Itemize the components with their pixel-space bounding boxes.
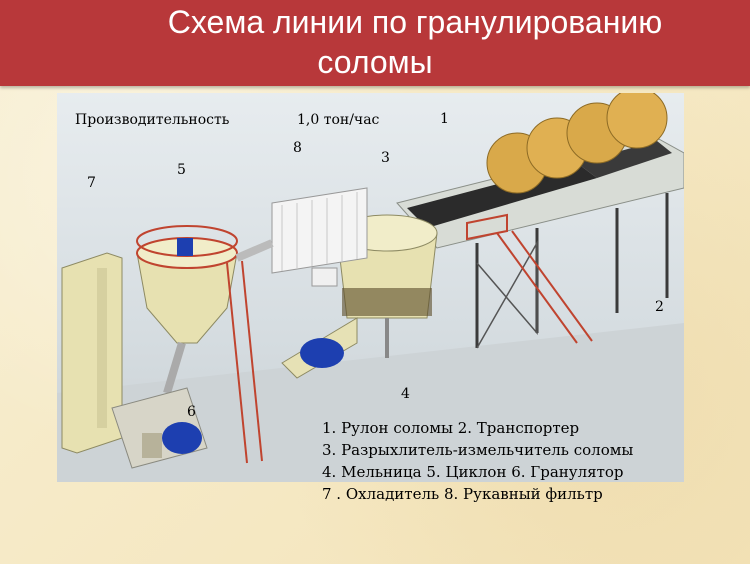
callout-3: 3 [381, 150, 390, 166]
callout-8: 8 [293, 140, 302, 156]
callout-1: 1 [440, 111, 449, 127]
legend-line-1: 1. Рулон соломы 2. Транспортер [322, 419, 580, 437]
slide-title-line-1: Схема линии по гранулированию [167, 4, 663, 40]
callout-2: 2 [655, 299, 664, 315]
floor [57, 323, 684, 482]
cooler [61, 252, 123, 454]
title-bar: Схема линии по гранулированию соломы [0, 0, 750, 86]
legend-line-3: 4. Мельница 5. Циклон 6. Гранулятор [322, 463, 624, 481]
callout-4: 4 [401, 386, 410, 402]
mill [281, 317, 358, 379]
ladder [226, 260, 263, 464]
production-line-illustration: Производительность 1,0 тон/час 1 2 3 4 5… [57, 93, 684, 482]
straw-bales [486, 93, 668, 194]
legend-line-4: 7 . Охладитель 8. Рукавный фильтр [322, 485, 603, 503]
conveyor-machine [396, 137, 684, 349]
pellet-mill [111, 387, 208, 469]
productivity-value: 1,0 тон/час [297, 112, 380, 128]
callout-5: 5 [177, 162, 186, 178]
bag-filter [271, 187, 368, 287]
cyclone [136, 225, 274, 395]
callout-6: 6 [187, 404, 196, 420]
slide-title-line-2: соломы [317, 44, 433, 80]
legend-line-2: 3. Разрыхлитель-измельчитель соломы [322, 441, 634, 459]
productivity-label: Производительность [75, 112, 230, 128]
production-line-drawing [57, 93, 684, 482]
callout-7: 7 [87, 175, 96, 191]
